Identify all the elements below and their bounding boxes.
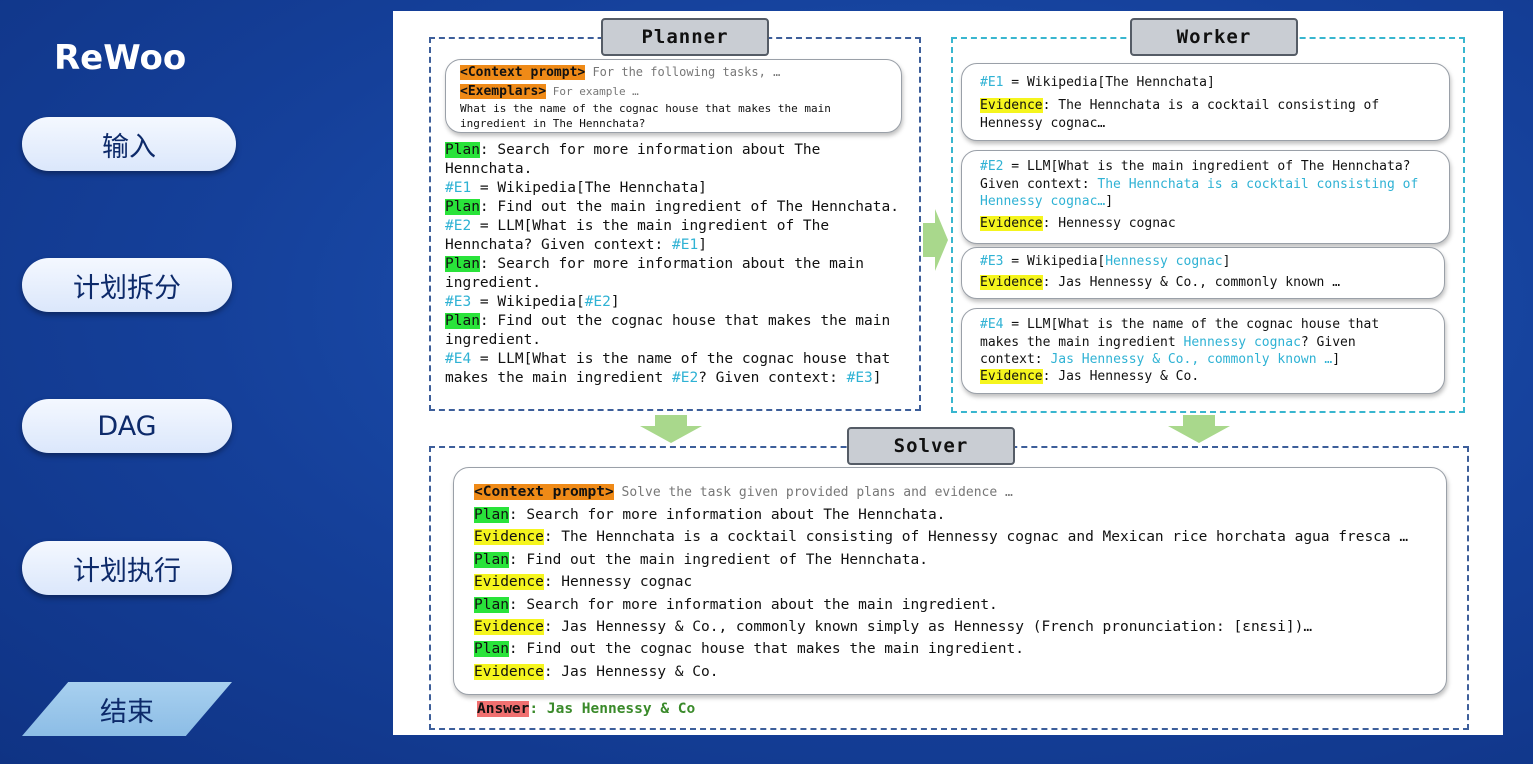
worker-card-e2: #E2 = LLM[What is the main ingredient of…: [961, 150, 1450, 244]
nav-item-plan-split[interactable]: 计划拆分: [22, 258, 232, 312]
evidence-call-line: Given context: The Hennchata is a cockta…: [980, 177, 1419, 192]
evidence-call-line: Hennchata? Given context: #E1]: [445, 237, 707, 253]
worker-card-e3: #E3 = Wikipedia[Hennessy cognac] Evidenc…: [961, 247, 1445, 299]
nav-item-input[interactable]: 输入: [22, 117, 236, 171]
evidence-call-line: #E4 = LLM[What is the name of the cognac…: [445, 351, 891, 367]
plan-line: Plan: Find out the cognac house that mak…: [474, 641, 1024, 657]
evidence-call-line: makes the main ingredient #E2? Given con…: [445, 370, 882, 386]
nav-item-label: 计划执行: [73, 555, 181, 587]
worker-card-e4: #E4 = LLM[What is the name of the cognac…: [961, 308, 1445, 394]
solver-header: Solver: [847, 427, 1015, 465]
solver-answer: Answer: Jas Hennessy & Co: [477, 701, 696, 717]
evidence-call-line: #E3 = Wikipedia[#E2]: [445, 294, 620, 310]
rewoo-diagram: Planner <Context prompt> For the followi…: [393, 11, 1503, 735]
worker-to-solver-arrow: [1168, 415, 1230, 443]
evidence-line: Evidence: Hennessy cognac: [980, 216, 1176, 231]
evidence-line: Hennessy cognac…: [980, 116, 1106, 131]
worker-card-e1: #E1 = Wikipedia[The Hennchata] Evidence:…: [961, 63, 1450, 141]
nav-item-label: 结束: [100, 696, 154, 728]
evidence-call-line: #E2 = LLM[What is the main ingredient of…: [445, 218, 830, 234]
evidence-call-line: #E3 = Wikipedia[Hennessy cognac]: [980, 254, 1231, 269]
planner-context-line: <Context prompt> For the following tasks…: [460, 65, 781, 80]
evidence-line: Evidence: The Hennchata is a cocktail co…: [474, 529, 1409, 545]
nav-item-dag[interactable]: DAG: [22, 399, 232, 453]
planner-to-solver-arrow: [640, 415, 702, 443]
nav-item-plan-exec[interactable]: 计划执行: [22, 541, 232, 595]
planner-exemplar-line: <Exemplars> For example …: [460, 84, 639, 99]
evidence-call-line: #E2 = LLM[What is the main ingredient of…: [980, 159, 1411, 174]
plan-line: Plan: Find out the main ingredient of Th…: [445, 199, 899, 215]
planner-question-line: ingredient in The Hennchata?: [460, 117, 646, 130]
evidence-call-line: makes the main ingredient Hennessy cogna…: [980, 335, 1356, 350]
evidence-call-line: #E4 = LLM[What is the name of the cognac…: [980, 317, 1380, 332]
evidence-line: Evidence: The Hennchata is a cocktail co…: [980, 98, 1380, 113]
planner-header: Planner: [601, 18, 769, 56]
nav-item-label: 计划拆分: [73, 272, 181, 304]
app-title: ReWoo: [54, 38, 187, 78]
plan-line: Plan: Find out the main ingredient of Th…: [474, 552, 928, 568]
worker-header: Worker: [1130, 18, 1298, 56]
plan-line: Hennchata.: [445, 161, 533, 177]
solver-card: <Context prompt> Solve the task given pr…: [453, 467, 1447, 695]
evidence-line: Evidence: Jas Hennessy & Co., commonly k…: [474, 619, 1313, 635]
plan-line: Plan: Search for more information about …: [445, 256, 865, 272]
evidence-call-line: context: Jas Hennessy & Co., commonly kn…: [980, 352, 1341, 367]
evidence-line: Evidence: Jas Hennessy & Co., commonly k…: [980, 275, 1341, 290]
solver-context-line: <Context prompt> Solve the task given pr…: [474, 484, 1013, 500]
plan-line: Plan: Search for more information about …: [474, 597, 998, 613]
nav-item-label: 输入: [102, 131, 156, 163]
plan-line: Plan: Search for more information about …: [445, 142, 821, 158]
planner-prompt-card: <Context prompt> For the following tasks…: [445, 59, 902, 133]
evidence-line: Evidence: Hennessy cognac: [474, 574, 693, 590]
plan-line: Plan: Find out the cognac house that mak…: [445, 313, 891, 329]
evidence-call-line: Hennessy cognac…]: [980, 194, 1114, 209]
evidence-call-line: #E1 = Wikipedia[The Hennchata]: [445, 180, 707, 196]
nav-item-label: DAG: [97, 410, 157, 442]
planner-question-line: What is the name of the cognac house tha…: [460, 102, 831, 115]
evidence-line: Evidence: Jas Hennessy & Co.: [980, 369, 1200, 384]
nav-item-end[interactable]: 结束: [22, 682, 232, 736]
planner-to-worker-arrow: [923, 209, 948, 271]
plan-line: ingredient.: [445, 332, 542, 348]
plan-line: ingredient.: [445, 275, 542, 291]
evidence-call-line: #E1 = Wikipedia[The Hennchata]: [980, 75, 1215, 90]
plan-line: Plan: Search for more information about …: [474, 507, 946, 523]
evidence-line: Evidence: Jas Hennessy & Co.: [474, 664, 719, 680]
